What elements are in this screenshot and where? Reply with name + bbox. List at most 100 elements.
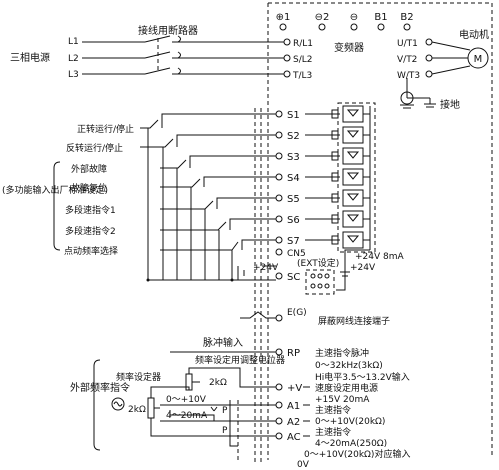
function-jog-select: 点动频率选择	[64, 245, 118, 257]
terminal-label-b2: B2	[400, 12, 413, 23]
terminal-label-minus2: ⊖2	[315, 12, 330, 23]
rp-range: 0～32kHz(3kΩ)	[315, 361, 383, 371]
function-external-fault: 外部故障	[71, 163, 107, 175]
terminal-s5	[275, 194, 283, 202]
terminal-label-minus: ⊖	[350, 12, 358, 23]
a2-alt: 0～+10V(20kΩ)对应输入	[304, 448, 410, 460]
terminal-s6	[275, 215, 283, 223]
inverter-label: 变频器	[334, 41, 364, 54]
terminal-a1	[275, 401, 283, 409]
control-terminals: S1 S2 S3 S4 S5 S6 S7 CN5 SC	[275, 109, 340, 283]
terminal-label-plus1: ⊕1	[276, 12, 291, 23]
terminal-label-s5: S5	[287, 194, 300, 205]
external-freq-label: 外部频率指令	[70, 381, 130, 394]
function-multi-speed-1: 多段速指令1	[65, 204, 116, 216]
supply-line-l2: L2	[68, 54, 79, 64]
terminal-label-rp: RP	[287, 348, 300, 359]
v-title: 速度设定用电源	[315, 382, 378, 394]
top-terminal-row: ⊕1 ⊖2 ⊖ B1 B2	[276, 12, 414, 31]
terminal-cn5	[275, 248, 283, 256]
analog-annotations: 主速指令脉冲 0～32kHz(3kΩ) Hi电平3.5～13.2V输入 速度设定…	[297, 347, 410, 470]
terminal-s2	[275, 131, 283, 139]
terminal-label-s3: S3	[287, 152, 300, 163]
terminal-label-s-l2: S/L2	[293, 55, 313, 65]
external-freq-bracket	[93, 359, 101, 451]
supply-lines: L1 L2 L3	[68, 35, 284, 80]
motor-label: 电动机	[459, 28, 489, 41]
terminal-s1	[275, 110, 283, 118]
terminal-u-t1	[425, 38, 433, 46]
power-input-terminals: R/L1 S/L2 T/L3	[283, 38, 313, 81]
terminal-t-l3	[283, 70, 291, 78]
a1-title: 主速指令	[315, 404, 351, 416]
adjust-pot-resistance: 2kΩ	[209, 378, 227, 388]
terminal-label-ac: AC	[287, 432, 301, 443]
breaker-label: 接线用断路器	[138, 24, 198, 37]
supply-line-l3: L3	[68, 70, 79, 80]
freq-setter-label: 频率设定器	[116, 371, 161, 383]
ground-icon	[400, 78, 436, 109]
opto-coupler-block	[337, 102, 376, 268]
freq-meter-icon	[111, 397, 125, 411]
rp-title: 主速指令脉冲	[315, 347, 369, 359]
ground-label: 接地	[440, 98, 460, 111]
terminal-plus-v	[275, 383, 283, 391]
jumper-block	[305, 262, 350, 295]
terminal-label-r-l1: R/L1	[293, 39, 313, 49]
terminal-label-s4: S4	[287, 173, 300, 184]
terminal-label-s1: S1	[287, 110, 300, 121]
function-forward-run: 正转运行/停止	[77, 123, 134, 135]
v-spec: +15V 20mA	[315, 395, 370, 405]
terminal-minus	[350, 23, 358, 31]
pulse-input-label: 脉冲输入	[203, 336, 243, 349]
a2-range: 4～20mA(250Ω)	[315, 439, 387, 449]
zero-v-label: 0V	[297, 460, 310, 470]
terminal-v-t2	[425, 54, 433, 62]
multi-function-note: (多功能输入出厂标准设定)	[2, 184, 108, 196]
switch-network	[140, 113, 276, 282]
current-range-label: 4～20mA	[166, 411, 208, 421]
terminal-label-w-t3: W/T3	[397, 71, 420, 81]
terminal-ac	[275, 432, 283, 440]
terminal-label-cn5: CN5	[287, 249, 306, 259]
terminal-s3	[275, 152, 283, 160]
supply-24v-label-2: +24V	[350, 263, 376, 273]
terminal-label-plus-v: +V	[287, 383, 302, 394]
p-label-1: P	[222, 406, 228, 416]
terminal-label-s6: S6	[287, 215, 300, 226]
p-label-2: P	[222, 426, 228, 436]
output-terminals: U/T1 V/T2 W/T3	[397, 38, 471, 81]
terminal-label-sc: SC	[287, 272, 300, 283]
terminal-label-s2: S2	[287, 131, 300, 142]
spec-24v-8ma: +24V 8mA	[355, 252, 405, 262]
function-fault-reset: 故障复位	[71, 182, 107, 194]
a1-range: 0～+10V(20kΩ)	[315, 417, 385, 427]
terminal-label-eg: E(G)	[287, 308, 307, 318]
shield-label: 屏蔽网线连接端子	[318, 315, 390, 327]
inverter-boundary	[268, 2, 493, 457]
supply-24v-label: +24V	[253, 263, 279, 273]
terminal-label-b1: B1	[374, 12, 387, 23]
motor-icon	[467, 47, 489, 69]
rp-level: Hi电平3.5～13.2V输入	[315, 371, 410, 383]
terminal-b2	[403, 23, 411, 31]
terminal-eg	[275, 314, 283, 322]
a2-title: 主速指令	[315, 426, 351, 438]
terminal-label-v-t2: V/T2	[397, 55, 417, 65]
supply-24v-source	[237, 265, 276, 280]
supply-line-l1: L1	[68, 37, 79, 47]
terminal-label-t-l3: T/L3	[292, 71, 312, 81]
ext-setting-label: (EXT设定)	[297, 257, 339, 269]
terminal-b1	[377, 23, 385, 31]
terminal-rp	[275, 348, 283, 356]
voltage-range-label: 0～+10V	[166, 395, 207, 405]
terminal-s-l2	[283, 54, 291, 62]
freq-setter-resistance: 2kΩ	[128, 405, 146, 415]
terminal-r-l1	[283, 38, 291, 46]
pot-network	[147, 367, 276, 437]
function-multi-speed-2: 多段速指令2	[65, 225, 116, 237]
terminal-label-a2: A2	[287, 417, 300, 428]
terminal-minus2	[318, 23, 326, 31]
